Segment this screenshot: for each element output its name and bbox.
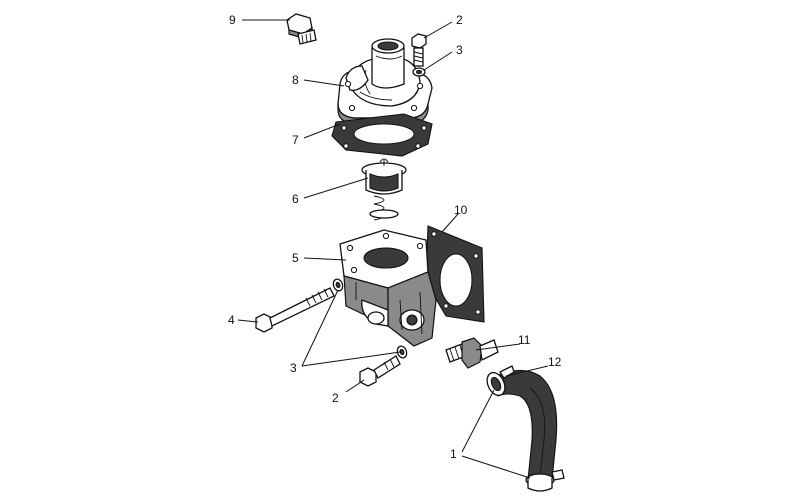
callout-6: 6: [292, 192, 299, 206]
part-outlet-cover: [337, 38, 433, 125]
part-plug: [286, 13, 317, 45]
part-gasket-top: [331, 113, 433, 157]
callout-2-bottom: 2: [332, 391, 339, 405]
callout-3-top: 3: [456, 43, 463, 57]
callout-labels: 9 2 3 8 7 6 10 5 4 3 11 12 2 1: [228, 13, 562, 461]
callout-9: 9: [229, 13, 236, 27]
part-bolt-top: [411, 33, 427, 67]
callout-8: 8: [292, 73, 299, 87]
part-thermostat: [361, 158, 407, 221]
callout-4: 4: [228, 313, 235, 327]
callout-1: 1: [450, 447, 457, 461]
callout-10: 10: [454, 203, 468, 217]
part-long-bolt: [255, 287, 335, 333]
part-union-fitting: [445, 337, 499, 369]
callout-2-top: 2: [456, 13, 463, 27]
part-washer-top: [412, 67, 426, 77]
callout-11: 11: [518, 333, 531, 347]
callout-12: 12: [548, 355, 562, 369]
part-gasket-side: [425, 225, 485, 323]
leader-lines: [237, 19, 549, 479]
callout-3-bottom: 3: [290, 361, 297, 375]
callout-7: 7: [292, 133, 299, 147]
part-housing: [339, 229, 437, 347]
part-hose: [486, 365, 565, 492]
callout-5: 5: [292, 251, 299, 265]
part-washers-bottom: [332, 278, 408, 359]
part-short-bolt: [359, 355, 401, 387]
